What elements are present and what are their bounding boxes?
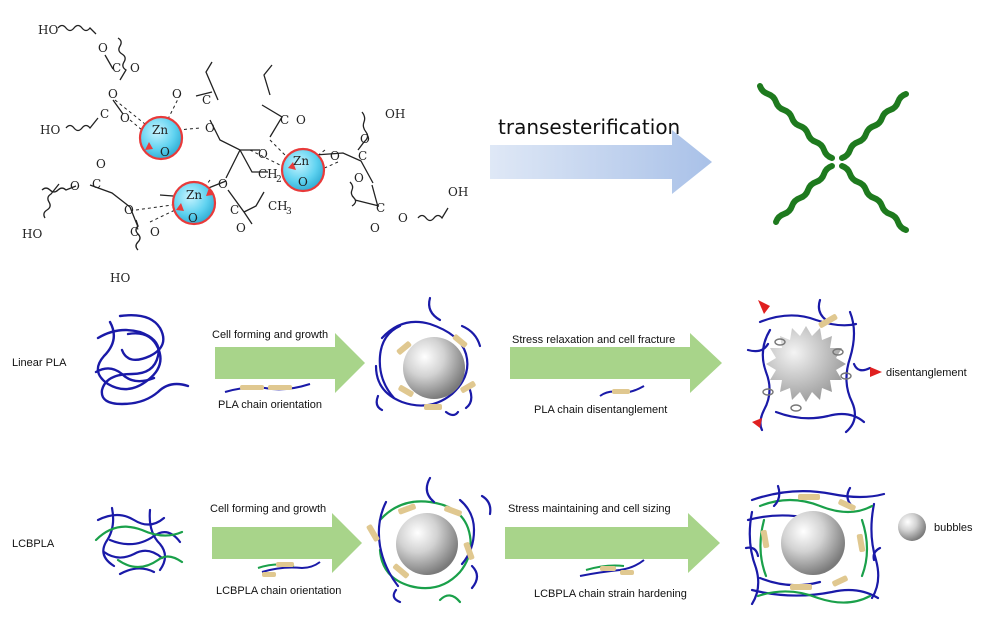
star-polymer: [757, 83, 909, 233]
row-label-linear-pla: Linear PLA: [12, 357, 67, 369]
atom-ch2: CH: [258, 167, 278, 181]
zinc-center-1: [138, 115, 184, 161]
lcb-step2-label: Stress maintaining and cell sizing: [508, 503, 671, 515]
atom-ho: HO: [110, 271, 130, 285]
atom-c: C: [100, 107, 109, 121]
legend-bubble-swatch: [898, 513, 926, 541]
zinc-center-3: [171, 180, 217, 226]
atom-oh: OH: [385, 107, 405, 121]
atom-c: C: [130, 225, 139, 239]
atom-ch3: CH: [268, 199, 288, 213]
atom-o: O: [160, 145, 170, 159]
marker-arrow-2: [752, 418, 762, 428]
lcb-cell-stable: [744, 484, 886, 606]
legend-bubbles: bubbles: [898, 513, 973, 541]
coordination-bonds: [114, 94, 339, 223]
atom-o: O: [370, 221, 380, 235]
atom-o: O: [398, 211, 408, 225]
linear-oriented-chain: [224, 383, 311, 393]
arrow-lcb-step2: [505, 513, 720, 573]
atom-c: C: [358, 149, 367, 163]
lcb-oriented-chain: [257, 561, 321, 577]
atom-o: O: [354, 171, 364, 185]
atom-ch3-subscript: 3: [286, 207, 292, 217]
atom-ho: HO: [40, 123, 60, 137]
legend-bubbles-label: bubbles: [934, 522, 973, 534]
atom-o: O: [120, 111, 130, 125]
chemical-structure: HO O C O O C O HO O C O Zn O C O O Zn O …: [22, 23, 468, 285]
atom-o: O: [172, 87, 182, 101]
lcbpla-coil: [94, 506, 184, 576]
linear-step2-label: Stress relaxation and cell fracture: [512, 334, 675, 346]
atom-o: O: [130, 61, 140, 75]
atom-o: O: [330, 149, 340, 163]
linear-step1-sublabel: PLA chain orientation: [218, 399, 322, 411]
linear-step2-sublabel: PLA chain disentanglement: [534, 404, 667, 416]
atom-o: O: [205, 121, 215, 135]
atom-o: O: [96, 157, 106, 171]
atom-o: O: [218, 177, 228, 191]
marker-arrow-1: [758, 300, 770, 314]
marker-arrow-3: [870, 367, 882, 377]
atom-zn: Zn: [152, 123, 168, 137]
row-label-lcbpla: LCBPLA: [12, 538, 55, 550]
lcb-cell-growing: [366, 476, 492, 604]
atom-o: O: [98, 41, 108, 55]
atom-c: C: [376, 201, 385, 215]
reaction-label: transesterification: [498, 115, 680, 139]
linear-disentangled-chain: [599, 385, 645, 397]
lcb-step1-label: Cell forming and growth: [210, 503, 326, 515]
lcb-step2-sublabel: LCBPLA chain strain hardening: [534, 588, 687, 600]
atom-ch2-subscript: 2: [276, 175, 282, 185]
atom-c: C: [202, 93, 211, 107]
transesterification-arrow: transesterification: [490, 115, 712, 194]
atom-labels: HO O C O O C O HO O C O Zn O C O O Zn O …: [22, 23, 468, 285]
atom-c: C: [280, 113, 289, 127]
atom-oh: OH: [448, 185, 468, 199]
atom-o: O: [188, 211, 198, 225]
atom-o: O: [296, 113, 306, 127]
arrow-linear-step1: [215, 333, 365, 393]
atom-o: O: [150, 225, 160, 239]
atom-c: C: [92, 177, 101, 191]
zinc-center-2: [280, 147, 326, 193]
atom-o: O: [258, 147, 268, 161]
atom-o: O: [70, 179, 80, 193]
atom-c: C: [112, 61, 121, 75]
arrow-lcb-step1: [212, 513, 362, 573]
atom-o: O: [360, 132, 370, 146]
disentanglement-annotation: disentanglement: [886, 367, 967, 379]
linear-pla-coil: [94, 314, 190, 406]
atom-o: O: [124, 203, 134, 217]
linear-step1-label: Cell forming and growth: [212, 329, 328, 341]
atom-zn: Zn: [186, 188, 202, 202]
atom-ho: HO: [22, 227, 42, 241]
atom-zn: Zn: [293, 154, 309, 168]
linear-cell-fractured: [746, 298, 882, 434]
lcb-hardened-chain: [579, 559, 645, 577]
atom-o: O: [298, 175, 308, 189]
atom-c: C: [230, 203, 239, 217]
atom-o: O: [108, 87, 118, 101]
atom-o: O: [236, 221, 246, 235]
atom-ho: HO: [38, 23, 58, 37]
arrow-linear-step2: [510, 333, 722, 393]
linear-cell-growing: [374, 296, 482, 417]
structure-bonds: [41, 24, 449, 251]
lcb-step1-sublabel: LCBPLA chain orientation: [216, 585, 341, 597]
